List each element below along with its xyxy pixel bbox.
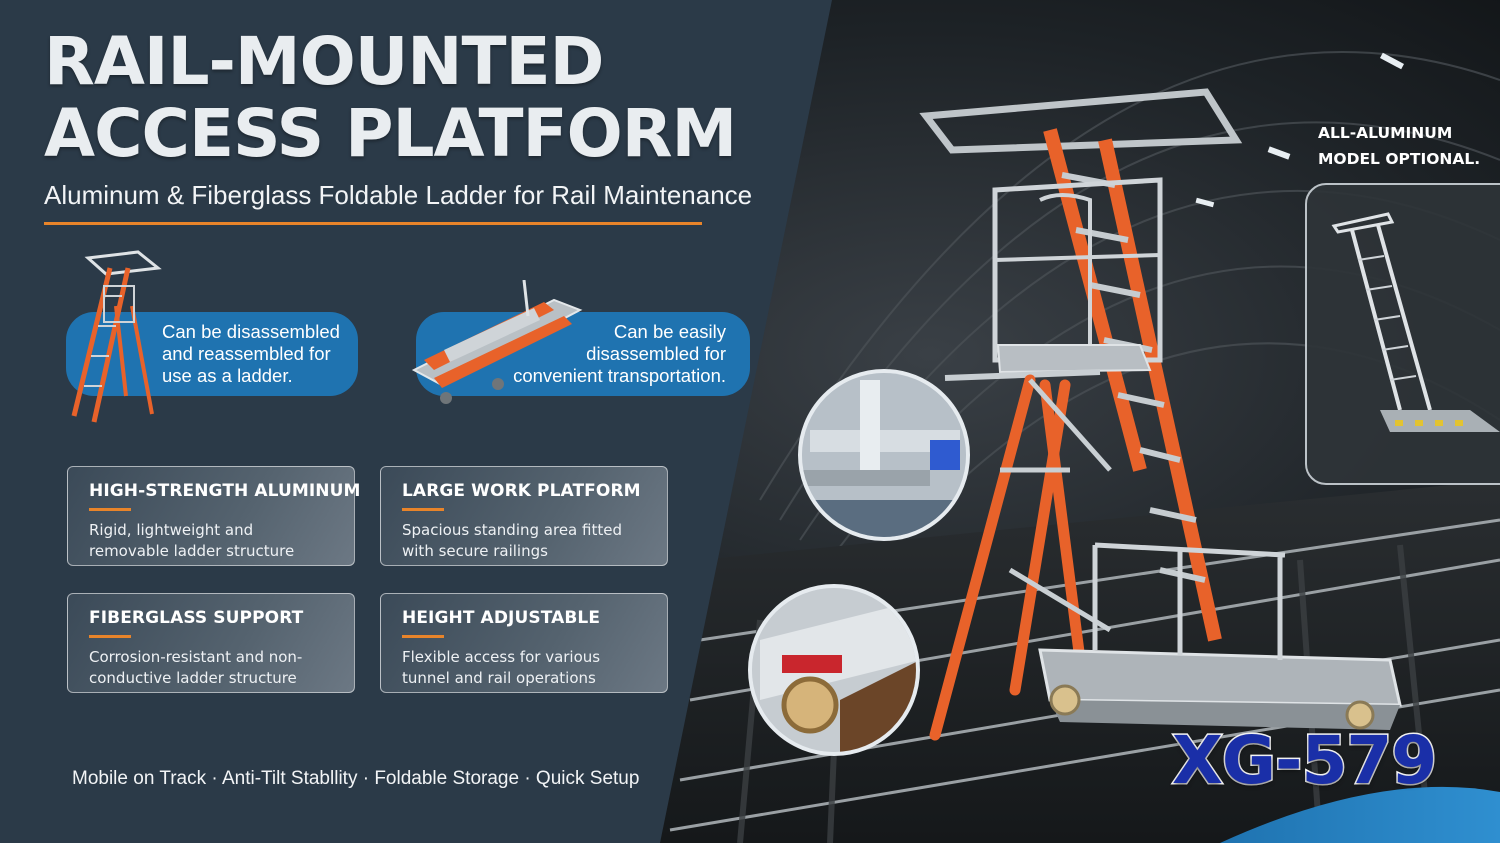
brand-swoosh xyxy=(1220,786,1500,843)
aluminum-model-inset xyxy=(1305,183,1500,485)
platform-ladder xyxy=(919,88,1402,741)
detail-circle-wheel xyxy=(748,584,920,756)
detail-circle-hinge xyxy=(798,369,970,541)
